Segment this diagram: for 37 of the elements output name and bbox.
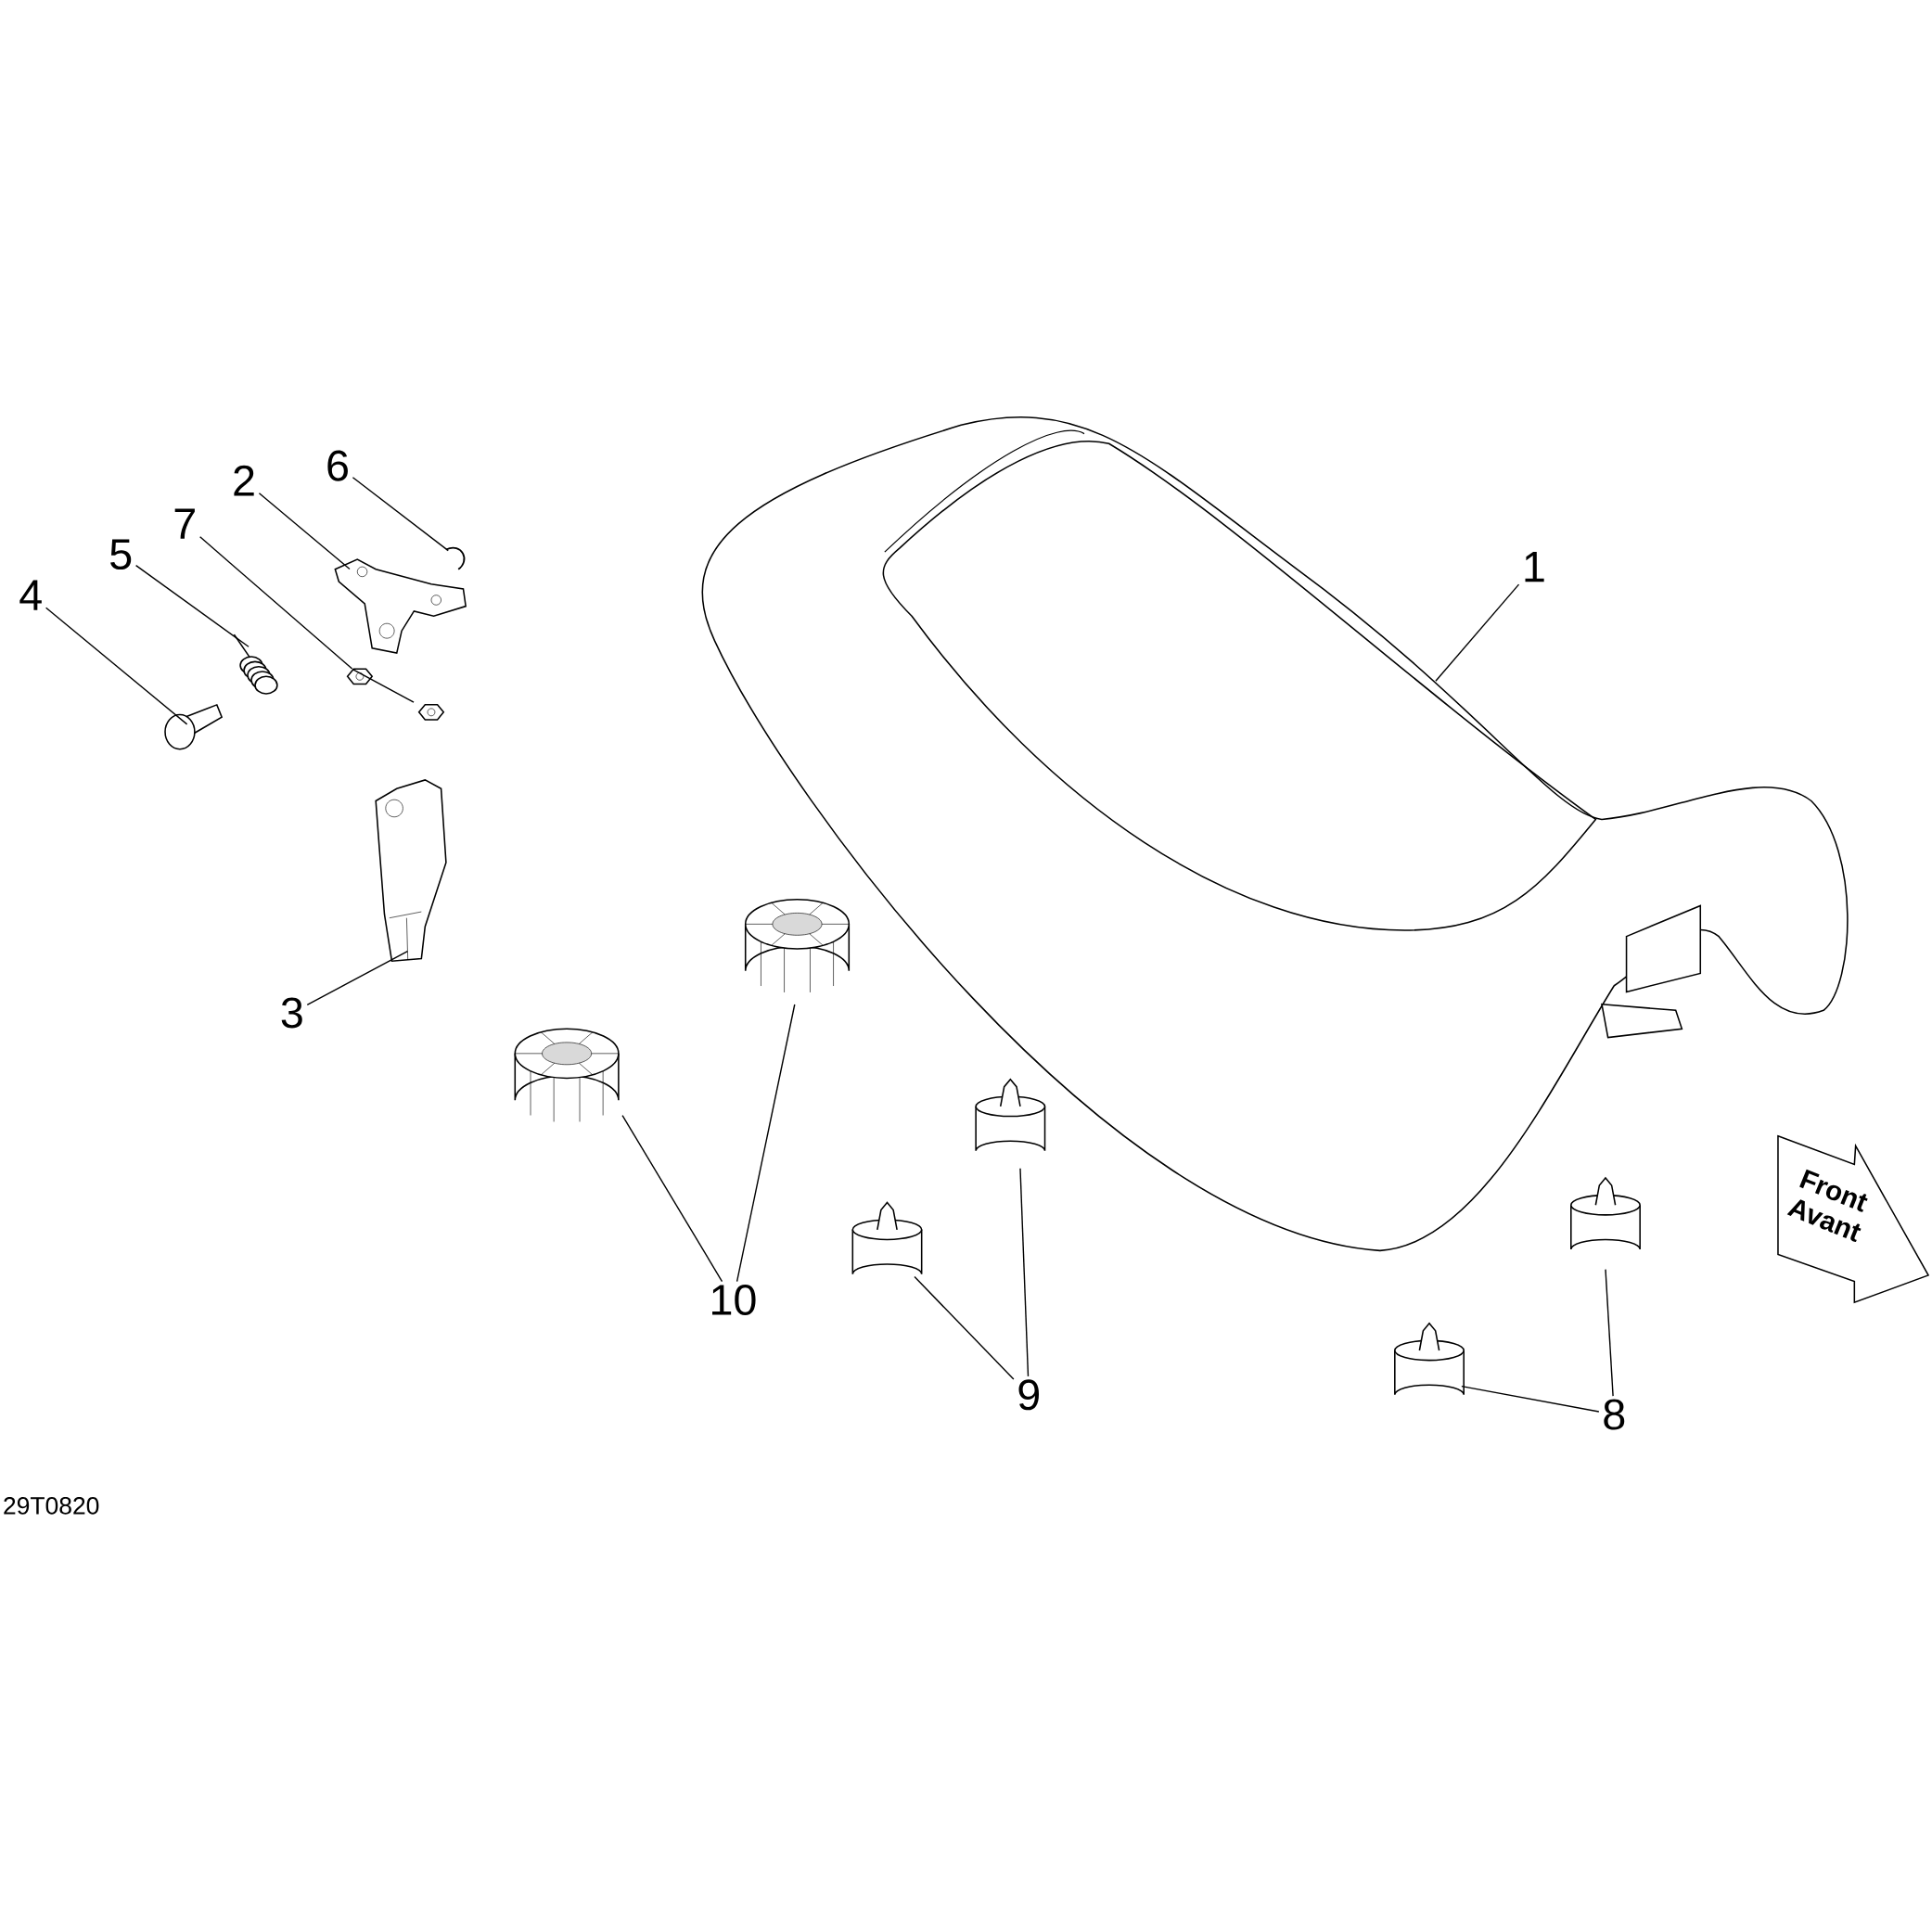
pin-drawing (164, 703, 224, 750)
callout-number: 6 (327, 450, 348, 481)
callout-number: 4 (19, 580, 42, 610)
grommet-drawing (744, 899, 851, 993)
spring-drawing (233, 633, 278, 695)
leader-line (306, 951, 409, 1005)
leader-line (258, 493, 351, 570)
drawing-number: 29T0820 (4, 1497, 99, 1515)
leader-line (1435, 583, 1520, 683)
bumper-drawing (851, 1201, 923, 1275)
leader-line (134, 564, 249, 647)
leader-line (914, 1275, 1015, 1380)
callout-number: 7 (174, 508, 195, 539)
callout-number: 10 (712, 1285, 756, 1316)
callout-number: 9 (1018, 1379, 1040, 1411)
bracket-drawing (334, 558, 467, 654)
leader-line (621, 1114, 723, 1283)
leader-line (199, 536, 353, 670)
latch-drawing (375, 779, 447, 963)
bumper-drawing (1570, 1176, 1641, 1250)
callout-number: 2 (234, 465, 254, 496)
clip-drawing (444, 546, 466, 570)
leader-line (1461, 1385, 1600, 1413)
callout-number: 3 (281, 997, 302, 1029)
leader-line (736, 1004, 796, 1283)
bumper-drawing (975, 1078, 1046, 1152)
bumper-drawing (1394, 1322, 1465, 1396)
callout-number: 8 (1604, 1399, 1625, 1430)
leader-line (1605, 1268, 1614, 1397)
callout-number: 1 (1525, 552, 1544, 582)
grommet-drawing (514, 1028, 620, 1122)
nut-drawing (417, 704, 445, 721)
callout-number: 5 (110, 539, 132, 570)
leader-line (1019, 1168, 1030, 1377)
leader-line (352, 668, 415, 703)
leader-line (352, 477, 449, 552)
leader-line (45, 607, 188, 725)
